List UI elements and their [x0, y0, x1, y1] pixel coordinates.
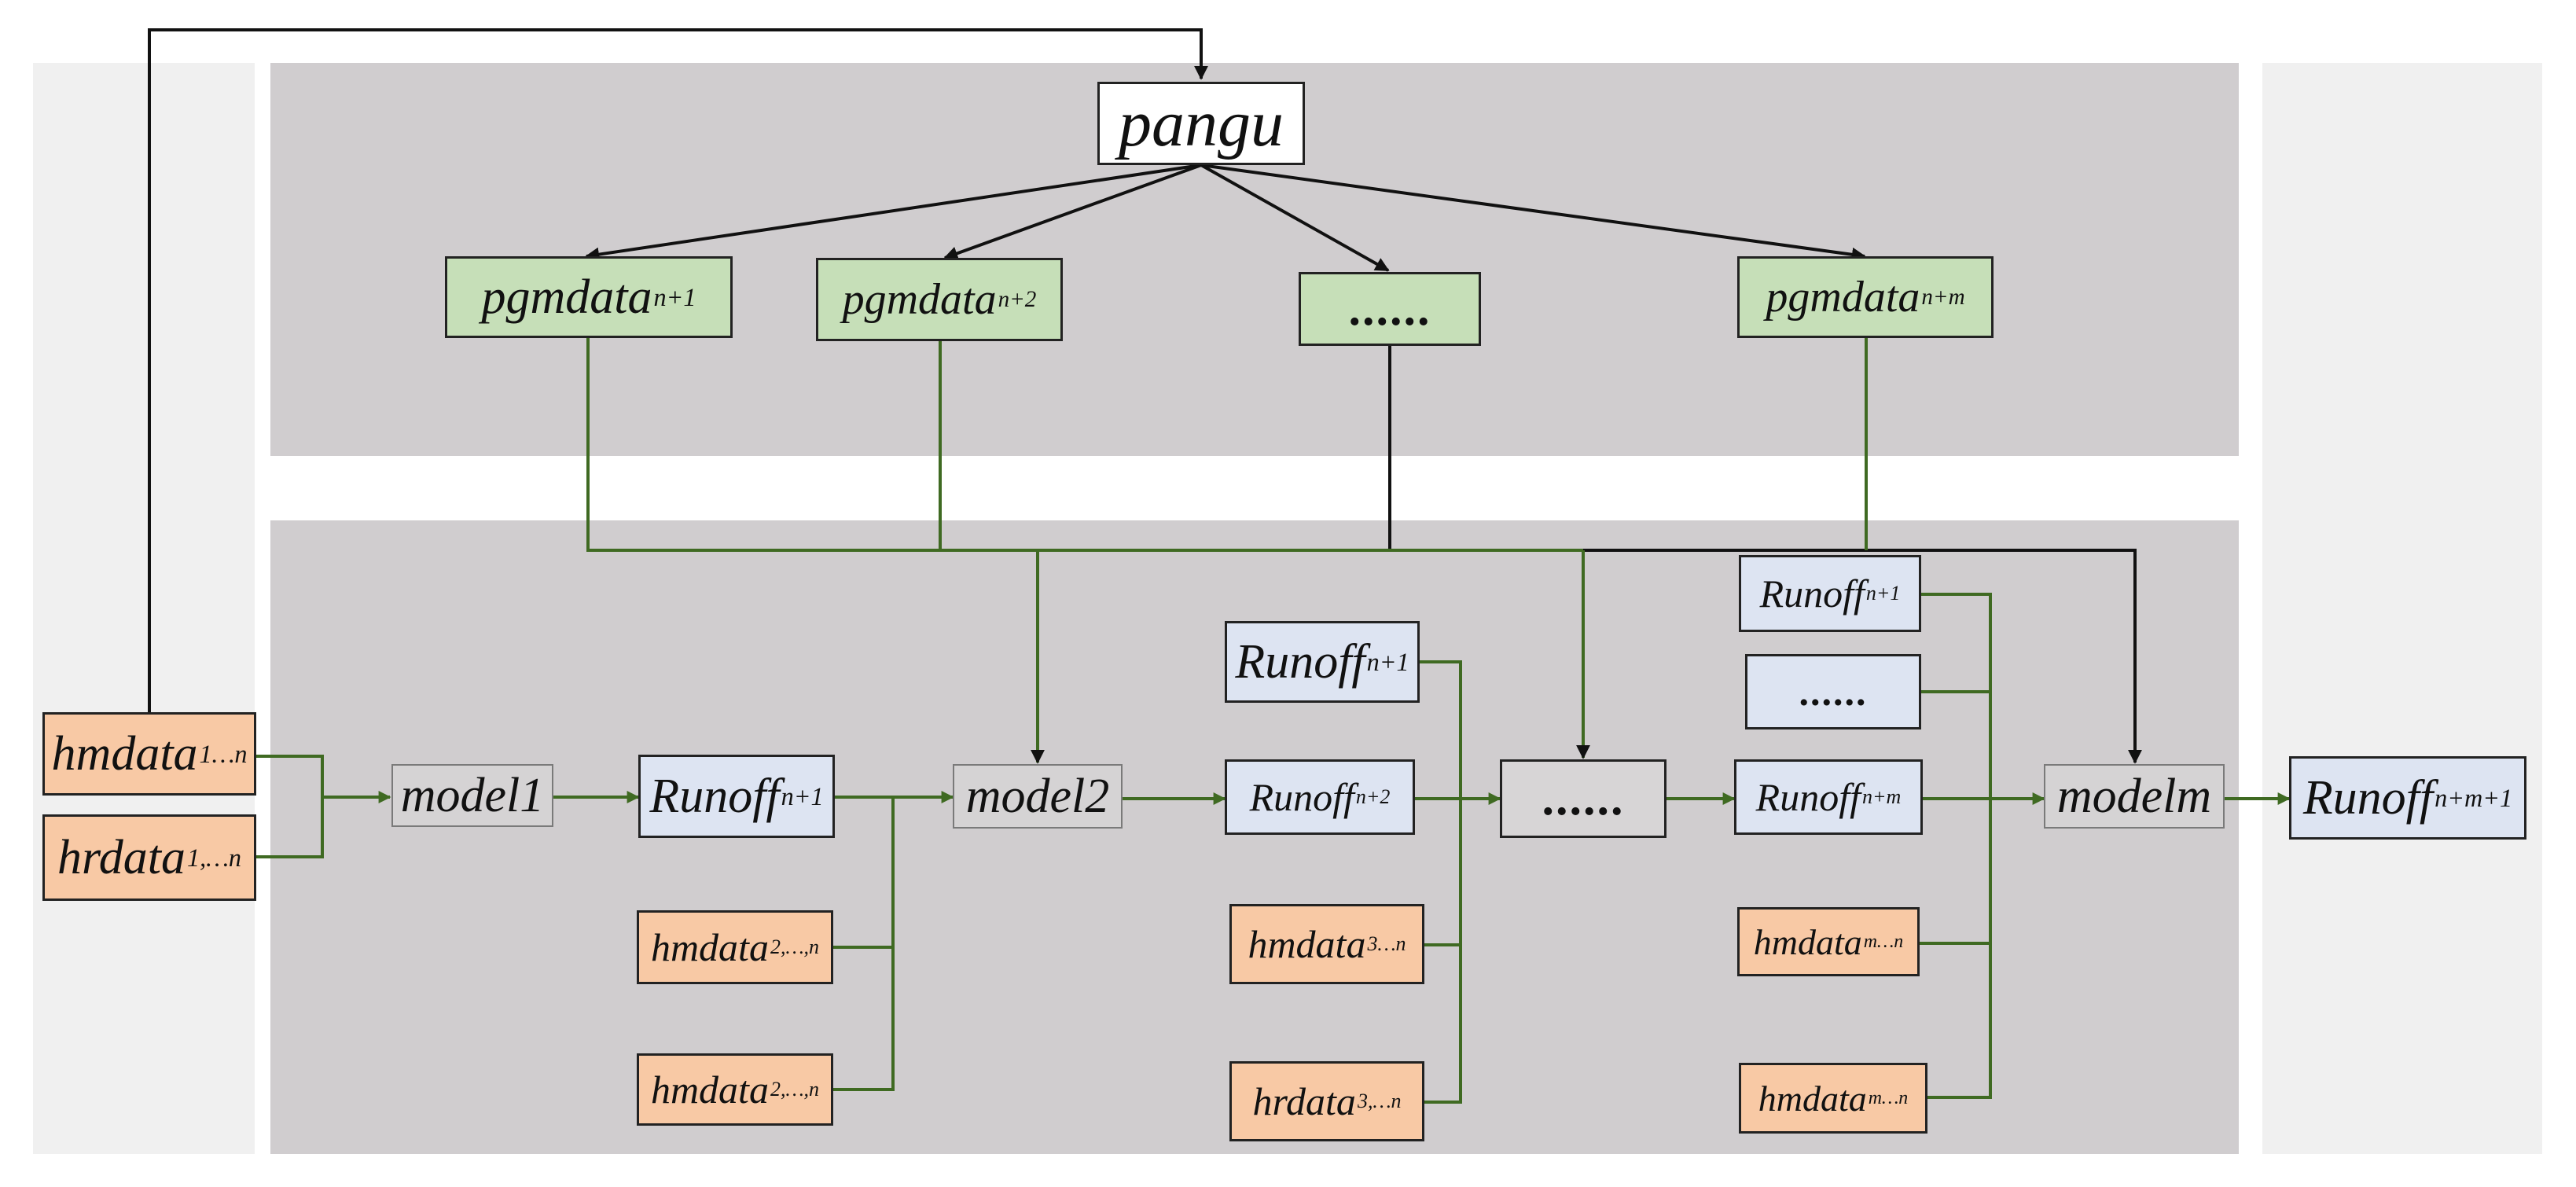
hmdata-subscript: m…n: [1868, 1087, 1909, 1108]
pangu-label: pangu: [1119, 86, 1284, 160]
hmdata-subscript: 1…n: [199, 739, 248, 768]
model1-node: model1: [391, 764, 553, 827]
pgmdata-label: pgmdata: [481, 270, 652, 324]
hmdata-label: hmdata: [1248, 922, 1366, 966]
runoff-label: Runoff: [2302, 770, 2434, 825]
model1-label: model1: [400, 768, 545, 822]
ellipsis-label: ......: [1542, 771, 1625, 825]
hmdata-label: hmdata: [650, 925, 769, 969]
left-side-panel: [33, 63, 255, 1154]
hmdata-label: hmdata: [1753, 921, 1862, 962]
model2-node: model2: [953, 764, 1123, 829]
hmdata-label: hmdata: [650, 1068, 769, 1112]
runoff-subscript: n+1: [1865, 582, 1901, 605]
hrdata-label: hrdata: [1252, 1079, 1356, 1123]
hmdata-subscript: 2,…,n: [770, 1078, 820, 1101]
model-ellipsis-node: ......: [1500, 759, 1666, 838]
hmdata-label: hmdata: [51, 726, 198, 781]
hmdata-label: hmdata: [1758, 1078, 1867, 1119]
pgmdata-subscript: n+1: [653, 282, 696, 311]
hrdata-label: hrdata: [57, 830, 186, 884]
runoff-label: Runoff: [649, 769, 780, 823]
hmdata-subscript: 2,…,n: [770, 935, 820, 958]
runoff-ellipsis-node: ......: [1745, 654, 1921, 729]
runoff-label: Runoff: [1235, 634, 1365, 689]
ellipsis-label: ......: [1348, 281, 1431, 336]
modelm-node: modelm: [2044, 764, 2225, 829]
runoff-subscript: n+1: [1366, 647, 1409, 676]
pgmdata-label: pgmdata: [842, 275, 997, 324]
modelm-label: modelm: [2056, 769, 2212, 823]
pgmdata-subscript: n+m: [1921, 284, 1965, 310]
hrdata-subscript: 3,…n: [1357, 1090, 1402, 1112]
pgmdata-subscript: n+2: [998, 286, 1037, 312]
runoff-subscript: n+1: [781, 781, 824, 810]
runoff-label: Runoff: [1755, 775, 1861, 819]
model2-label: model2: [965, 769, 1110, 823]
runoff-subscript: n+2: [1355, 785, 1391, 808]
pgmdata-label: pgmdata: [1766, 273, 1920, 322]
right-side-panel: [2262, 63, 2542, 1154]
runoff-subscript: n+m: [1862, 785, 1902, 808]
hmdata-subscript: m…n: [1863, 931, 1904, 952]
runoff-label: Runoff: [1249, 775, 1354, 819]
hmdata-subscript: 3…n: [1367, 932, 1406, 955]
pangu-node: pangu: [1097, 82, 1305, 165]
pgmdata-ellipsis-node: ......: [1299, 272, 1481, 346]
ellipsis-label: ......: [1799, 670, 1868, 714]
hrdata-subscript: 1,…n: [187, 843, 242, 872]
runoff-label: Runoff: [1759, 571, 1865, 616]
runoff-subscript: n+m+1: [2435, 783, 2513, 812]
